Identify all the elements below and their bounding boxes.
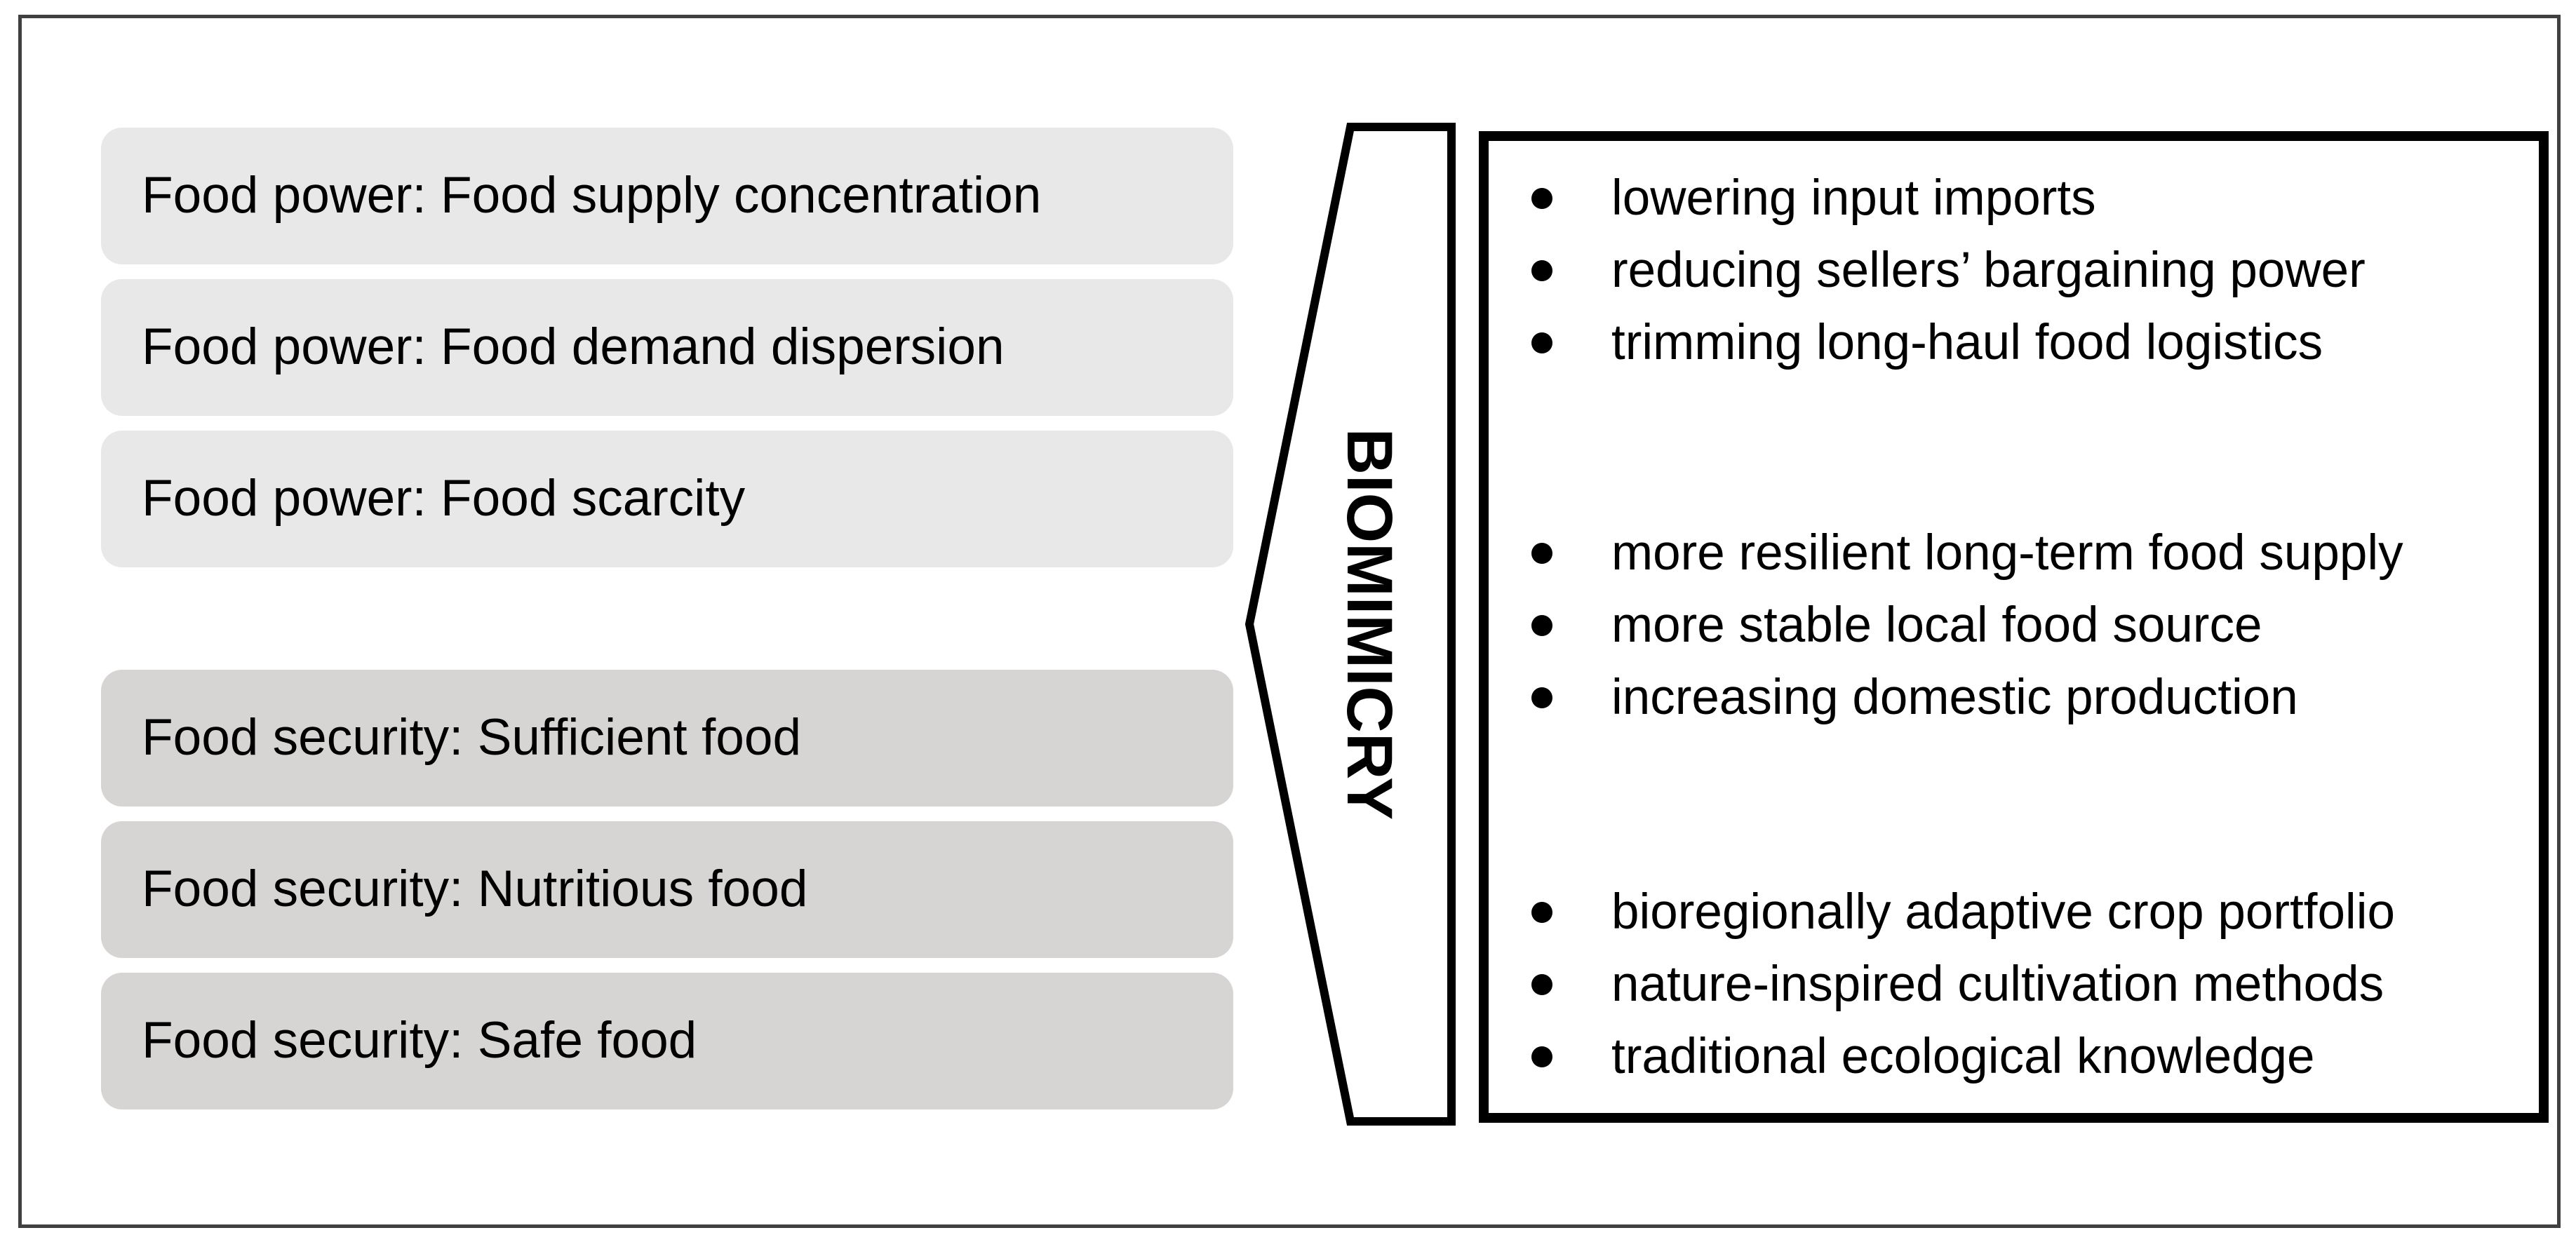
box-food-demand-dispersion: Food power: Food demand dispersion bbox=[101, 279, 1233, 416]
bullet-text: reducing sellers’ bargaining power bbox=[1611, 243, 2366, 298]
box-safe-food: Food security: Safe food bbox=[101, 973, 1233, 1109]
box-label: Food power: Food demand dispersion bbox=[142, 318, 1005, 376]
box-label: Food security: Nutritious food bbox=[142, 860, 808, 918]
bullet-text: more stable local food source bbox=[1611, 598, 2262, 653]
bullet-item: trimming long-haul food logistics bbox=[1489, 306, 2539, 379]
bullet-dot-icon bbox=[1531, 259, 1552, 281]
bullet-item: reducing sellers’ bargaining power bbox=[1489, 234, 2539, 306]
bullet-item: lowering input imports bbox=[1489, 162, 2539, 234]
box-label: Food power: Food supply concentration bbox=[142, 167, 1042, 224]
box-food-supply-concentration: Food power: Food supply concentration bbox=[101, 128, 1233, 264]
box-label: Food security: Safe food bbox=[142, 1012, 697, 1069]
bullet-group-ecological-outcomes: bioregionally adaptive crop portfolio na… bbox=[1489, 876, 2539, 1093]
bullet-text: traditional ecological knowledge bbox=[1611, 1029, 2315, 1084]
box-nutritious-food: Food security: Nutritious food bbox=[101, 821, 1233, 958]
bullet-group-food-supply-outcomes: more resilient long-term food supply mor… bbox=[1489, 517, 2539, 734]
connector-label: BIOMIMICRY bbox=[1334, 428, 1405, 821]
bullet-text: lowering input imports bbox=[1611, 170, 2096, 226]
biomimicry-connector: BIOMIMICRY bbox=[1245, 123, 1456, 1126]
bullet-dot-icon bbox=[1531, 1046, 1552, 1067]
bullet-dot-icon bbox=[1531, 614, 1552, 636]
bullet-item: increasing domestic production bbox=[1489, 661, 2539, 734]
bullet-text: more resilient long-term food supply bbox=[1611, 525, 2403, 581]
bullet-group-food-power-outcomes: lowering input imports reducing sellers’… bbox=[1489, 162, 2539, 379]
connector-pentagon-shape bbox=[1245, 123, 1456, 1126]
bullet-dot-icon bbox=[1531, 687, 1552, 708]
outcomes-panel: lowering input imports reducing sellers’… bbox=[1479, 131, 2549, 1123]
bullet-item: more stable local food source bbox=[1489, 589, 2539, 661]
bullet-item: traditional ecological knowledge bbox=[1489, 1020, 2539, 1093]
bullet-item: more resilient long-term food supply bbox=[1489, 517, 2539, 589]
box-label: Food security: Sufficient food bbox=[142, 709, 802, 767]
bullet-dot-icon bbox=[1531, 973, 1552, 995]
box-label: Food power: Food scarcity bbox=[142, 470, 746, 527]
bullet-text: nature-inspired cultivation methods bbox=[1611, 957, 2384, 1012]
bullet-dot-icon bbox=[1531, 187, 1552, 209]
bullet-dot-icon bbox=[1531, 901, 1552, 923]
box-sufficient-food: Food security: Sufficient food bbox=[101, 670, 1233, 806]
bullet-text: increasing domestic production bbox=[1611, 670, 2298, 725]
bullet-dot-icon bbox=[1531, 332, 1552, 353]
bullet-item: nature-inspired cultivation methods bbox=[1489, 948, 2539, 1020]
bullet-text: trimming long-haul food logistics bbox=[1611, 315, 2323, 370]
bullet-dot-icon bbox=[1531, 542, 1552, 564]
bullet-item: bioregionally adaptive crop portfolio bbox=[1489, 876, 2539, 948]
bullet-text: bioregionally adaptive crop portfolio bbox=[1611, 884, 2395, 940]
box-food-scarcity: Food power: Food scarcity bbox=[101, 431, 1233, 567]
